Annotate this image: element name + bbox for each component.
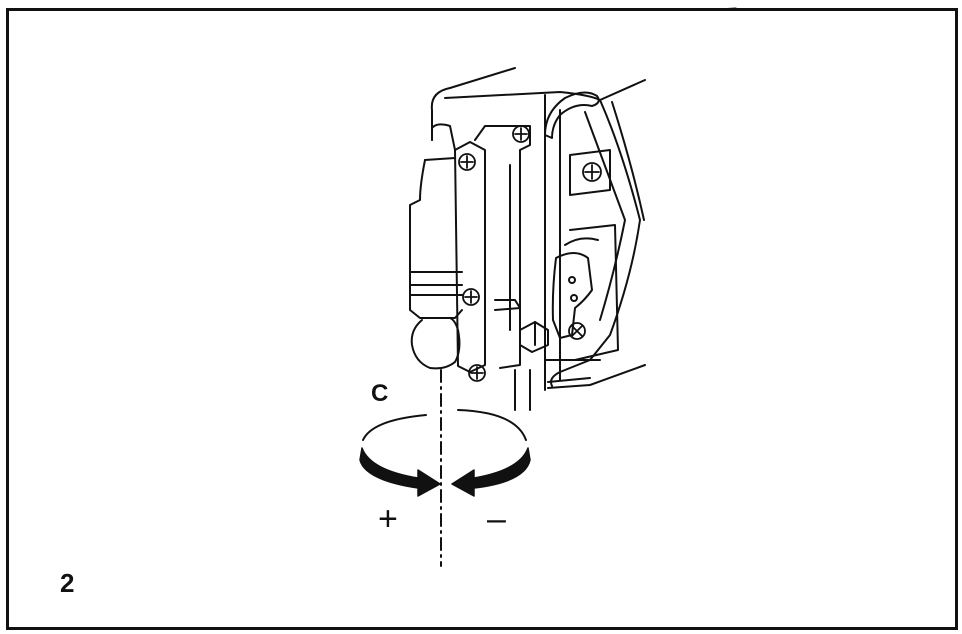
right-bracket <box>551 252 593 339</box>
screw-middle <box>462 288 480 306</box>
latch-clip <box>519 321 601 361</box>
screw-bottom <box>468 364 486 382</box>
arrow-minus-icon <box>451 447 531 497</box>
arrow-plus-icon <box>359 447 441 497</box>
screw-upper-left <box>458 153 476 171</box>
figure-frame <box>6 8 958 630</box>
plus-label: + <box>378 500 398 538</box>
rotation-arc-left <box>362 414 427 441</box>
screw-top <box>512 125 530 143</box>
rotation-arc-right <box>457 409 527 441</box>
screw-heads <box>458 125 602 382</box>
screw-bracket <box>568 322 586 340</box>
rotation-indicator <box>359 409 531 497</box>
stray-mark <box>699 7 737 11</box>
minus-label: – <box>487 500 506 538</box>
spring-cylinder <box>409 123 463 370</box>
figure-number: 2 <box>60 568 75 598</box>
needle-shaft <box>514 369 531 411</box>
needle-bar-plate <box>454 125 531 373</box>
rotation-label: C <box>371 380 389 407</box>
thread-guide-hook <box>544 91 600 139</box>
machine-housing <box>430 67 646 391</box>
screw-housing <box>582 162 602 182</box>
